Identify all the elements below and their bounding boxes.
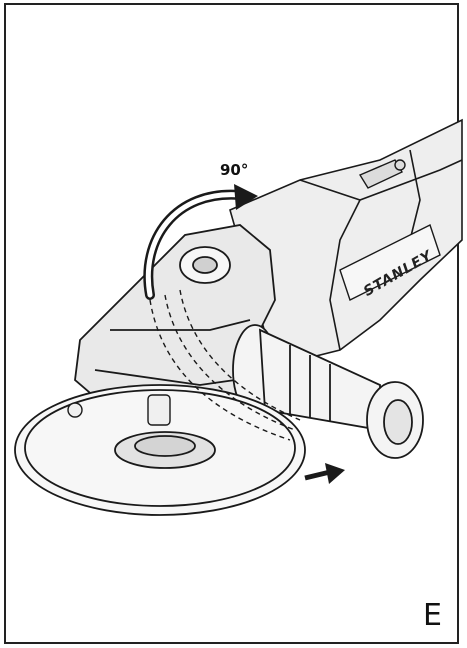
curved-arrow-icon — [143, 184, 258, 300]
rotation-guide-lines — [149, 289, 301, 441]
figure-letter: E — [423, 598, 442, 633]
brand-plate — [339, 224, 441, 301]
power-switch — [358, 159, 406, 189]
rotation-angle-label: 90° — [220, 161, 249, 179]
arrow-right-icon — [304, 463, 345, 484]
wheel-guard — [14, 384, 306, 516]
spindle-lock — [67, 394, 171, 426]
side-handle — [232, 324, 424, 459]
